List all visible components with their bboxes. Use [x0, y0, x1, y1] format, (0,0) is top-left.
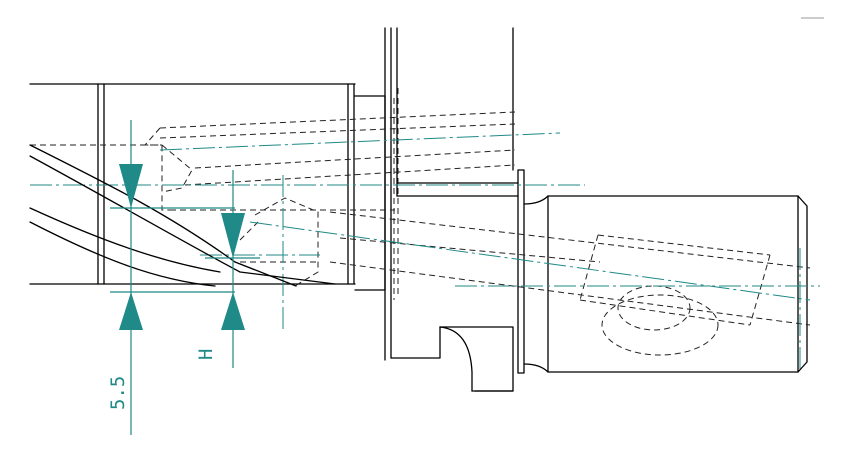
left-shaft	[29, 83, 386, 291]
flute-curve-1	[29, 144, 236, 263]
dim-5-5-arrow-bottom	[119, 292, 143, 330]
upper-inclined-centerline	[159, 132, 561, 151]
left-shaft-groove-right	[347, 83, 355, 285]
hidden-hole-lower	[329, 261, 811, 326]
hidden-pin-lower	[239, 221, 320, 263]
right-shaft-end	[797, 195, 808, 373]
dim-h-label: H	[195, 349, 217, 360]
hidden-cross-bore-top	[597, 234, 771, 256]
left-shaft-collar	[354, 95, 386, 291]
hidden-pin-circle-outer	[601, 294, 719, 356]
hidden-cross-bore-bottom	[579, 299, 751, 326]
left-shaft-groove-left	[97, 83, 105, 285]
lower-inclined-centerline	[249, 221, 811, 301]
spindle-lip	[439, 326, 514, 392]
spindle-fillet	[439, 326, 473, 392]
hidden-bore-lower	[194, 149, 516, 169]
flute-curve-5	[234, 261, 297, 287]
dim-5-5-label: 5.5	[107, 376, 129, 410]
right-shaft-body	[547, 195, 799, 373]
hidden-cross-bore	[579, 234, 771, 326]
flute-curve-2	[29, 155, 336, 285]
hidden-bore-lower-2	[184, 164, 516, 186]
hidden-hole-upper	[329, 211, 811, 269]
dimension-5-5: 5.5	[107, 120, 235, 435]
dim-h-arrow-top	[221, 213, 245, 258]
hidden-lines	[30, 88, 811, 356]
hidden-hole-mid	[339, 237, 601, 263]
hidden-slot	[393, 88, 399, 300]
flute-curve-4	[29, 221, 216, 287]
hidden-pin-left	[254, 197, 319, 287]
right-shaft-neck	[523, 195, 549, 373]
hidden-pocket-left	[143, 127, 175, 211]
dim-h-arrow-bottom	[221, 292, 245, 330]
flute-curve-3	[29, 207, 221, 273]
center-lines	[30, 132, 820, 372]
flute-curves	[29, 144, 336, 287]
dimension-h: H	[195, 170, 260, 368]
hidden-pin-circle-inner	[617, 285, 691, 331]
spindle-right-face	[517, 169, 525, 374]
spindle-base	[390, 326, 441, 359]
spindle-body	[384, 27, 525, 392]
dim-5-5-arrow-top	[119, 164, 143, 208]
right-shaft	[523, 195, 808, 373]
